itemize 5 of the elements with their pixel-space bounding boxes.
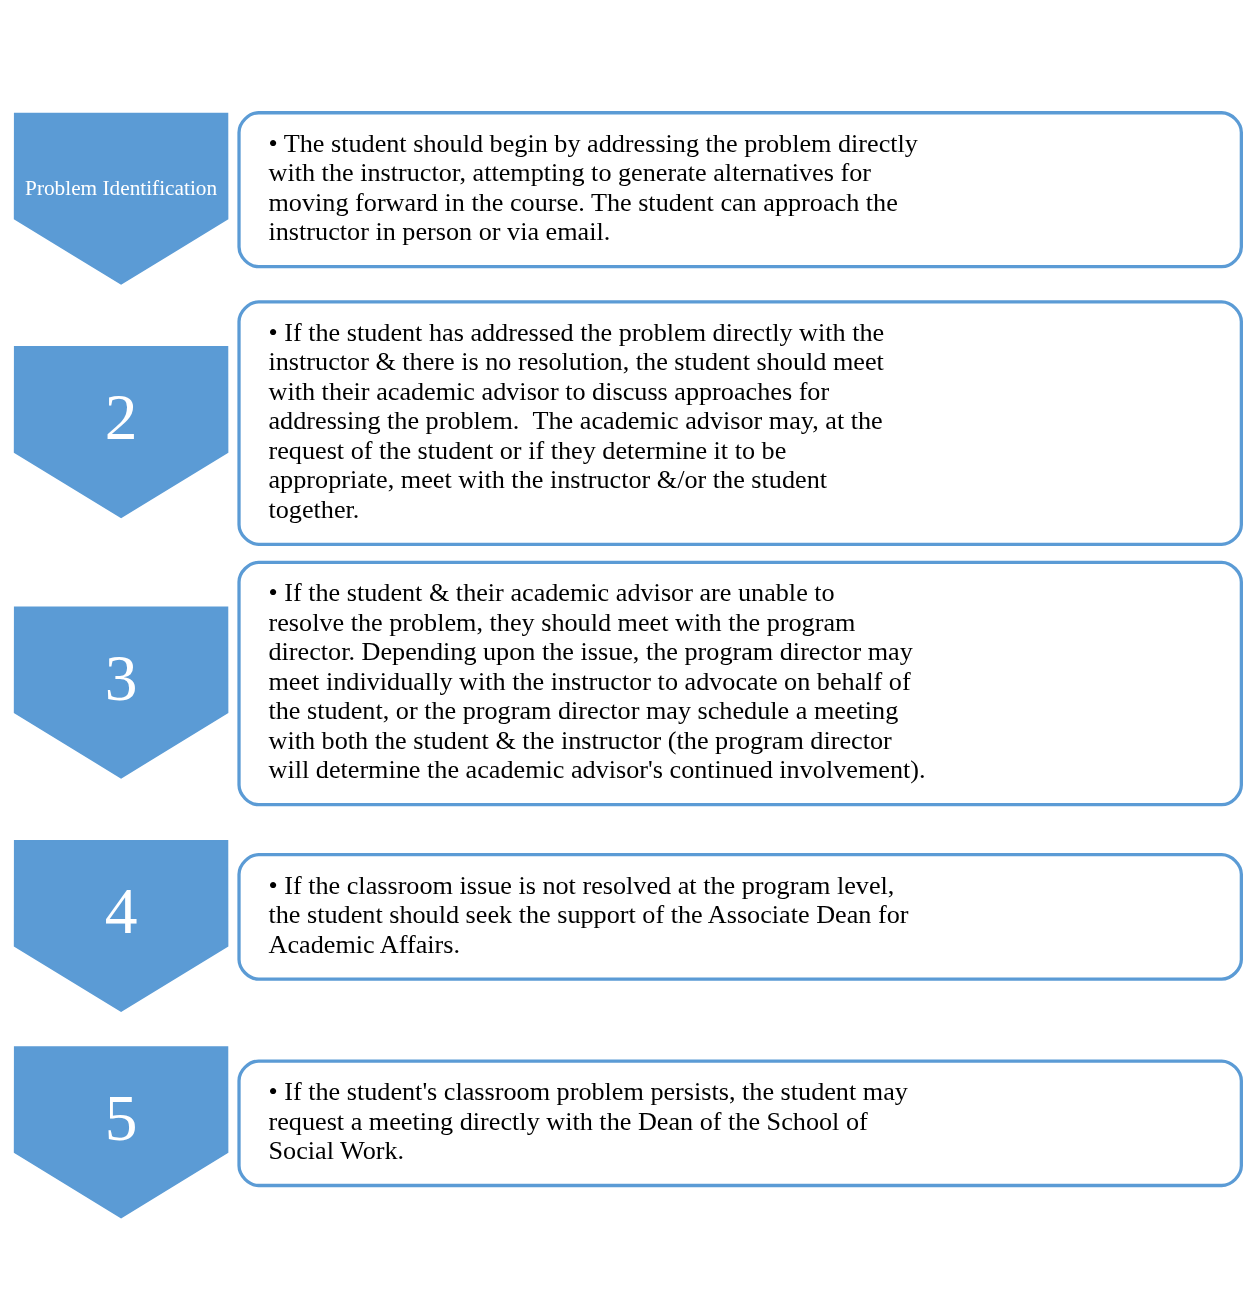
node-box: • The student should begin by addressing the problem directly with the instructor, attempting to generate alternatives for moving forward in the course. The student can approach the instructor in person or via email. bbox=[237, 110, 1243, 268]
node-box: • If the student & their academic advisor are unable to resolve the problem, they should meet with the program director. Depending upon the issue, the program director may meet individually with the instructor to advocate on behalf of the student, or the program director may schedule a meeting with both the student & the instructor (the program director will determine the academic advisor's continued involvement). bbox=[237, 560, 1243, 806]
node-box: • If the classroom issue is not resolved at the program level, the student should seek the support of the Associate Dean for Academic Affairs. bbox=[237, 852, 1243, 981]
node-box: • If the student has addressed the problem directly with the instructor & there is no resolution, the student should meet with their academic advisor to discuss approaches for addressing the problem. The academic advisor may, at the request of the student or if they determine it to be appropriate, meet with the instructor &/or the student together. bbox=[237, 299, 1243, 546]
node-box: • If the student's classroom problem persists, the student may request a meeting directly with the Dean of the School of Social Work. bbox=[237, 1058, 1243, 1187]
